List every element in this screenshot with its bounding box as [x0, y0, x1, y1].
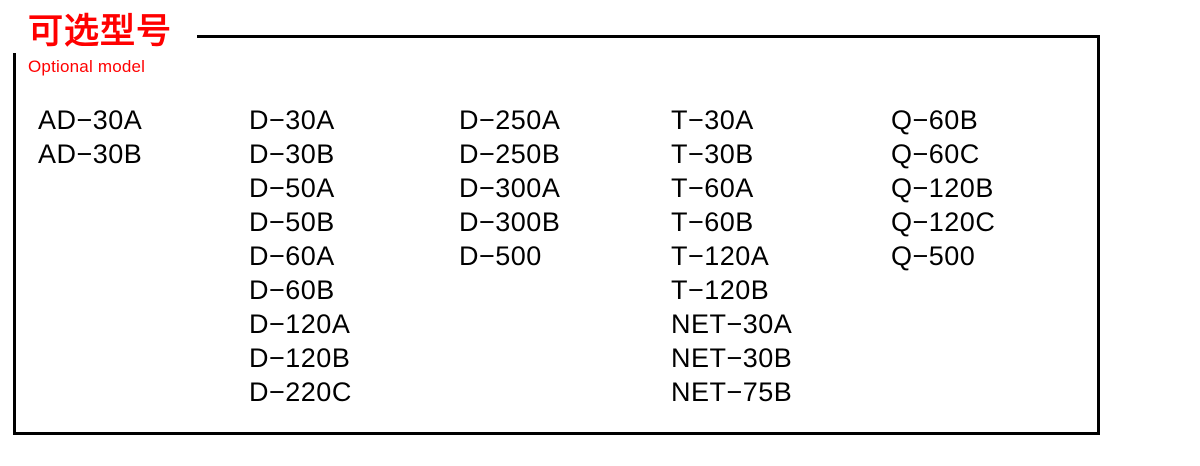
model-number-item: NET−30B — [671, 343, 793, 373]
model-number-item: NET−30A — [671, 309, 793, 339]
model-number-item: NET−75B — [671, 377, 793, 407]
model-column-d-series-1: D−30A D−30B D−50A D−50B D−60A D−60B D−120A D−12… — [249, 103, 352, 409]
model-number-item: Q−500 — [891, 241, 976, 271]
model-column-ad-series: AD−30A AD−30B — [38, 103, 142, 171]
model-number-item: T−60A — [671, 173, 754, 203]
frame-border-left — [13, 53, 16, 435]
frame-border-top — [197, 35, 1100, 38]
panel-title-english: Optional model — [28, 56, 146, 76]
model-number-item: Q−60C — [891, 139, 980, 169]
model-number-item: D−250A — [459, 105, 561, 135]
model-number-item: D−30B — [249, 139, 335, 169]
model-number-item: D−250B — [459, 139, 561, 169]
model-column-t-net-series: T−30A T−30B T−60A T−60B T−120A T−120B NET−30A N… — [671, 103, 792, 409]
model-number-item: T−30B — [671, 139, 754, 169]
model-number-item: D−120B — [249, 343, 351, 373]
model-number-item: T−30A — [671, 105, 754, 135]
model-number-item: D−30A — [249, 105, 335, 135]
model-number-item: D−120A — [249, 309, 351, 339]
model-number-item: T−60B — [671, 207, 754, 237]
panel-title-chinese: 可选型号 — [28, 12, 173, 52]
panel-heading: 可选型号 Optional model — [28, 12, 173, 76]
model-column-q-series: Q−60B Q−60C Q−120B Q−120C Q−500 — [891, 103, 995, 273]
model-number-item: Q−60B — [891, 105, 979, 135]
model-number-item: Q−120C — [891, 207, 996, 237]
model-number-item: D−300A — [459, 173, 561, 203]
model-number-item: AD−30A — [38, 105, 143, 135]
model-number-item: D−50A — [249, 173, 335, 203]
model-number-item: D−220C — [249, 377, 352, 407]
model-number-item: D−60B — [249, 275, 335, 305]
model-column-d-series-2: D−250A D−250B D−300A D−300B D−500 — [459, 103, 560, 273]
frame-border-bottom — [13, 432, 1100, 435]
model-number-item: T−120A — [671, 241, 770, 271]
model-number-item: AD−30B — [38, 139, 143, 169]
model-number-item: D−500 — [459, 241, 542, 271]
frame-border-right — [1097, 35, 1100, 435]
model-number-item: D−300B — [459, 207, 561, 237]
model-number-item: Q−120B — [891, 173, 994, 203]
model-number-item: D−60A — [249, 241, 335, 271]
model-number-item: T−120B — [671, 275, 770, 305]
model-number-item: D−50B — [249, 207, 335, 237]
